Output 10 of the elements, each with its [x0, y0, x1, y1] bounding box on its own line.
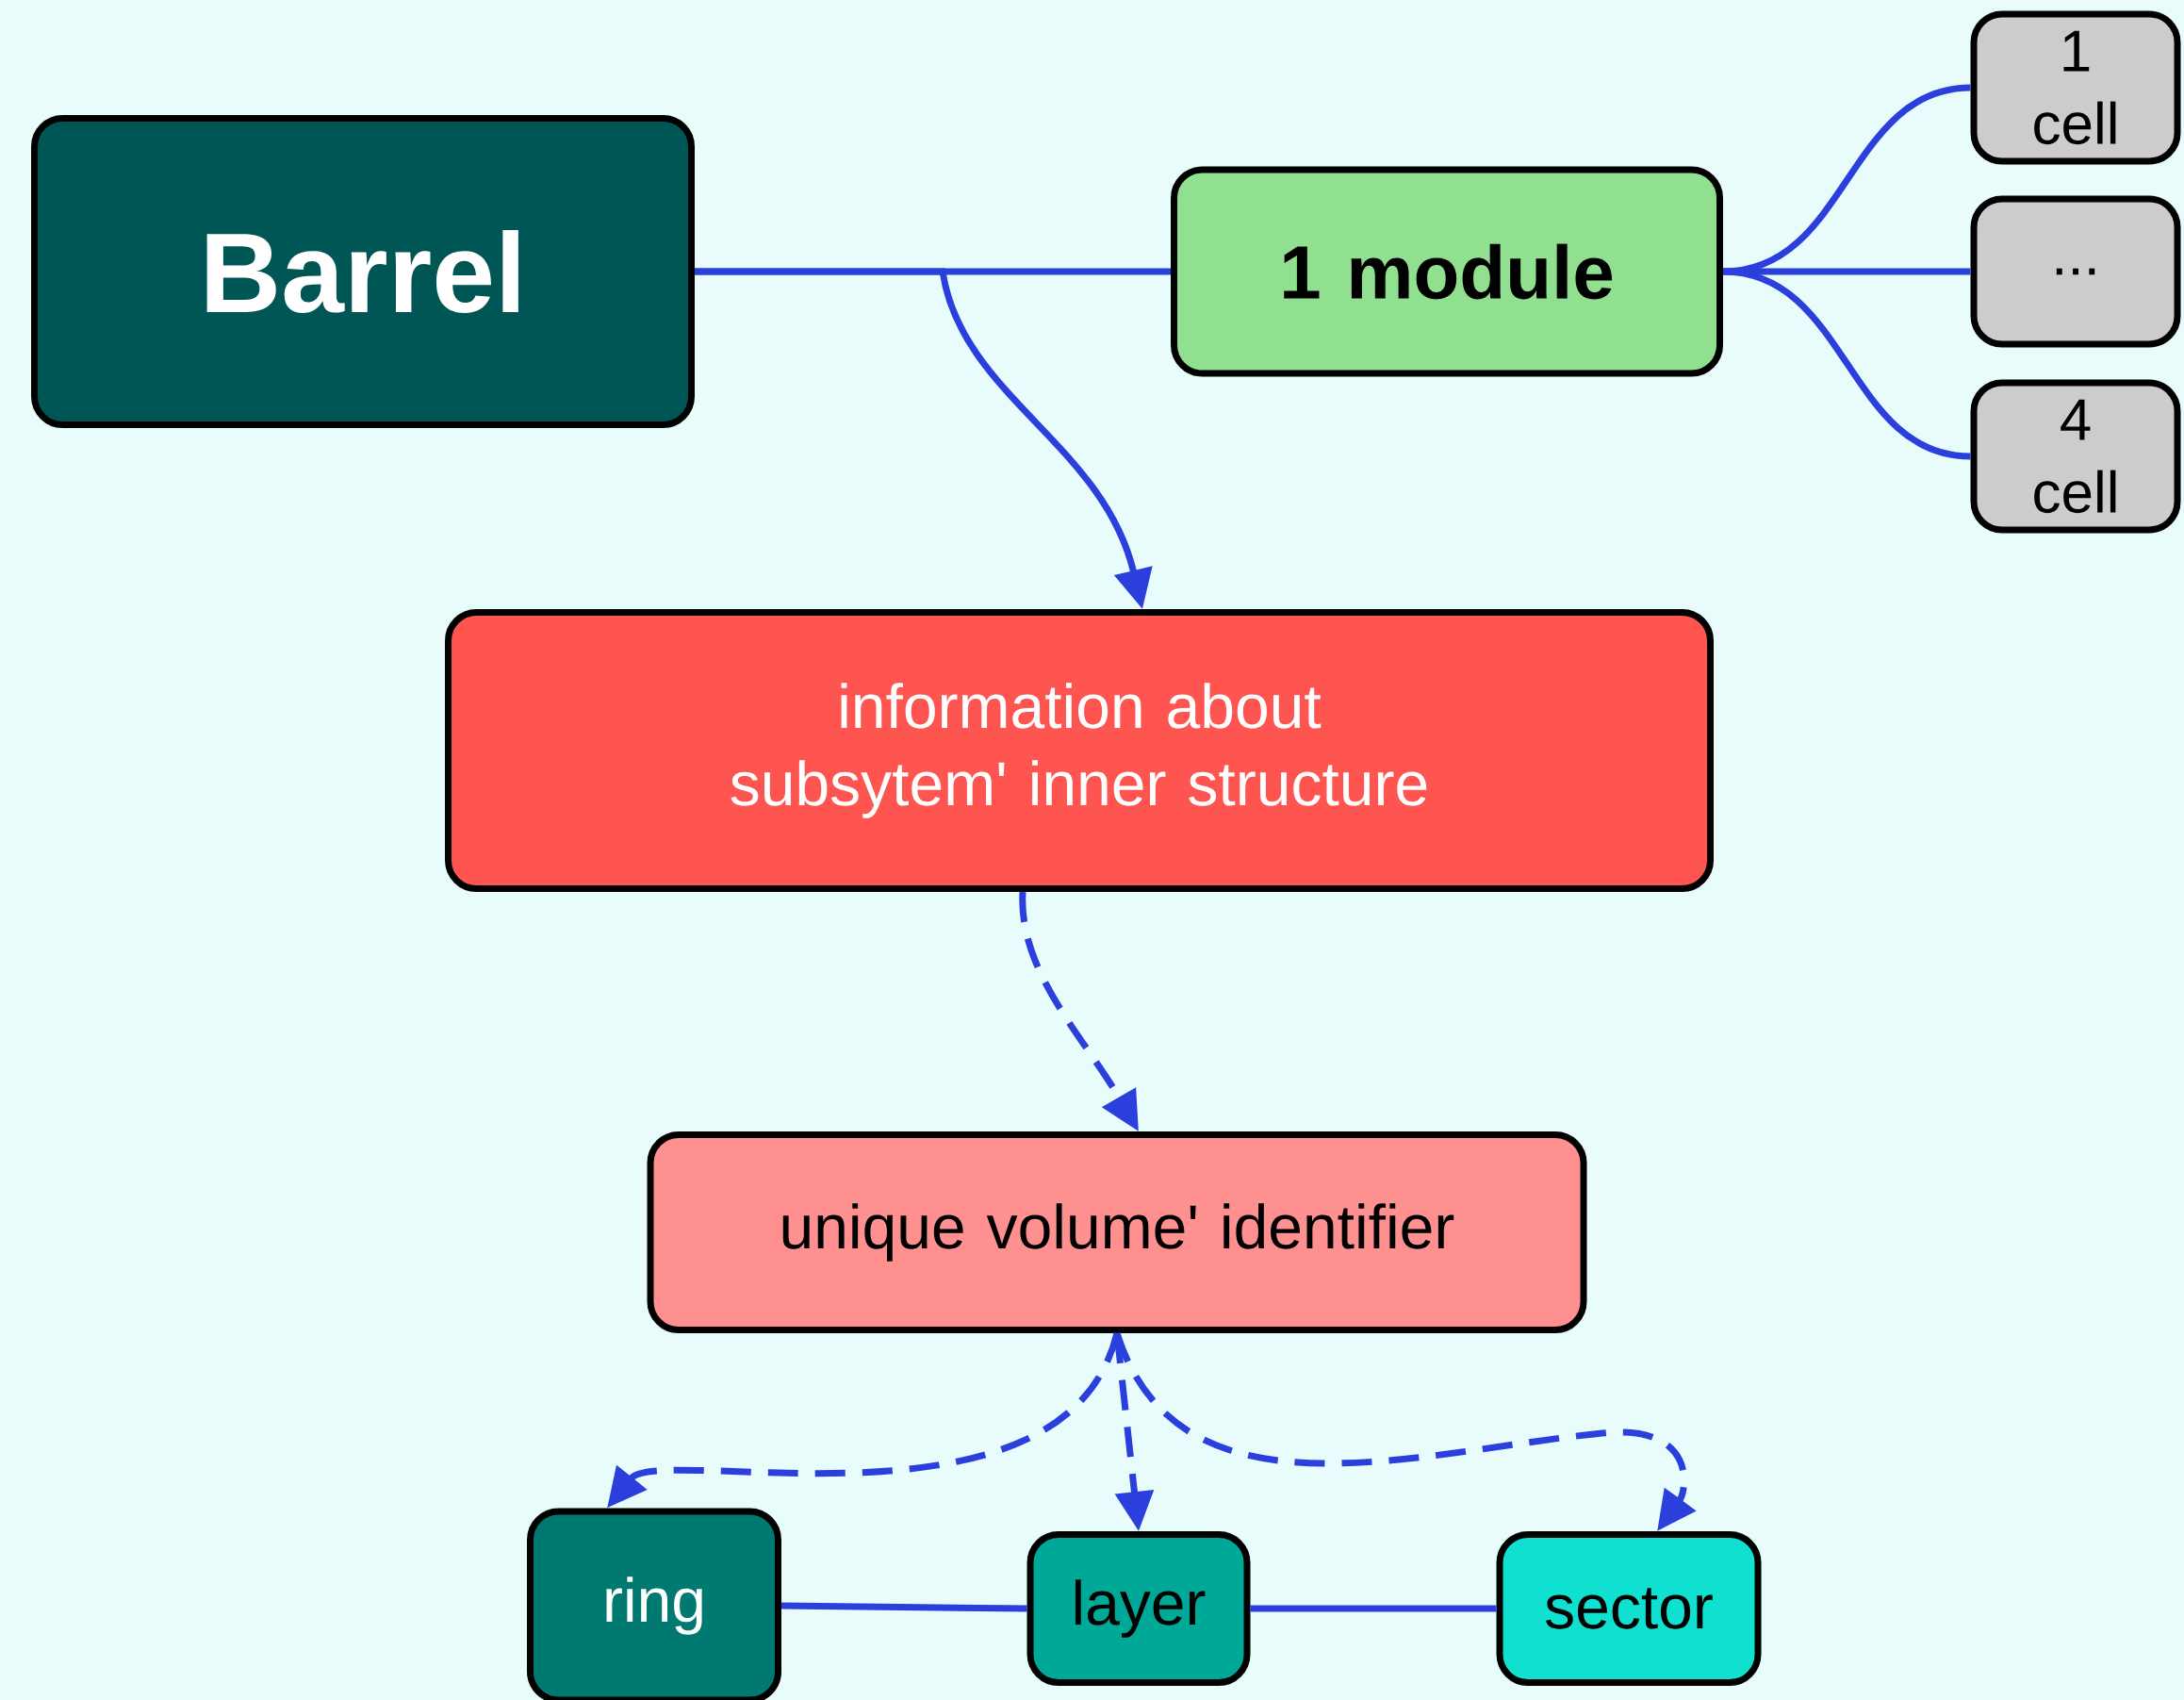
module-box: 1 module: [1171, 166, 1723, 377]
info-box: information about subsytem' inner structure: [445, 609, 1714, 892]
ring-box: ring: [527, 1508, 781, 1700]
cell-box: 1 cell: [1970, 10, 2181, 165]
cell-box: 4 cell: [1970, 379, 2181, 534]
layer-box: layer: [1026, 1531, 1251, 1686]
cell-box: ...: [1970, 195, 2181, 348]
identifier-box: unique volume' identifier: [647, 1131, 1587, 1333]
title-box: Barrel: [31, 115, 695, 428]
sector-box: sector: [1496, 1531, 1762, 1686]
